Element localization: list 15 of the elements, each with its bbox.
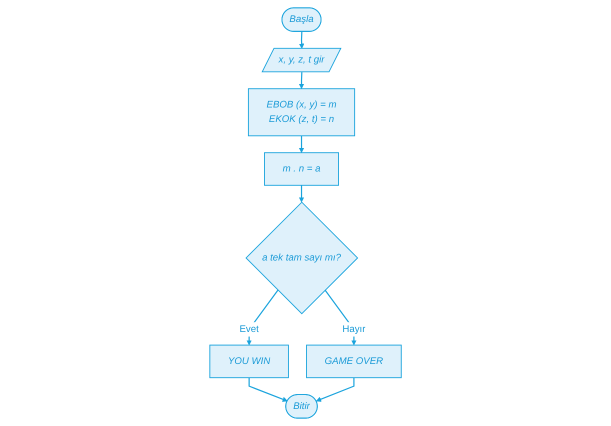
- arrow: [298, 32, 304, 49]
- arrow: [316, 378, 354, 402]
- node-box: GAME OVER: [306, 344, 402, 378]
- node-box: m . n = a: [264, 152, 339, 186]
- arrow: [298, 72, 304, 89]
- edge-label: Hayır: [342, 324, 366, 334]
- arrow: [248, 378, 288, 402]
- edge-label: Evet: [239, 324, 259, 334]
- arrow: [246, 290, 278, 346]
- node-diamond: a tek tam sayı mı?: [245, 202, 358, 314]
- arrow: [298, 136, 304, 153]
- node-box: YOU WIN: [209, 344, 289, 378]
- node-box: EBOB (x, y) = m EKOK (z, t) = n: [248, 88, 356, 136]
- arrow: [324, 290, 357, 346]
- arrow: [298, 185, 304, 202]
